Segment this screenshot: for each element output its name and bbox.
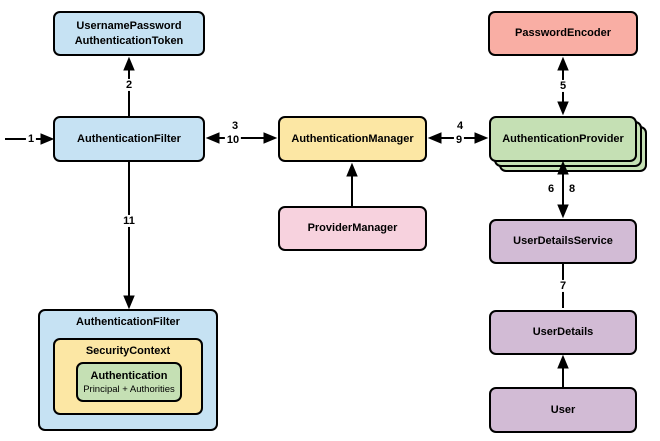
- node-label: AuthenticationFilter: [76, 316, 180, 328]
- node-user-details-service: UserDetailsService: [489, 219, 637, 264]
- arrowhead-down-icon: [557, 204, 569, 219]
- arrowhead-left-icon: [205, 132, 220, 144]
- edge-label-7: 7: [557, 279, 569, 293]
- node-provider-manager: ProviderManager: [278, 206, 427, 251]
- arrowhead-up-icon: [557, 56, 569, 71]
- arrowhead-right-icon: [40, 133, 55, 145]
- arrowhead-right-icon: [474, 132, 489, 144]
- node-authentication-filter: AuthenticationFilter: [53, 116, 205, 162]
- node-label: User: [550, 403, 576, 416]
- edge-label-11: 11: [121, 214, 137, 228]
- edge-label-3: 3: [229, 119, 241, 133]
- node-label: AuthenticationManager: [291, 132, 414, 145]
- edge-user-userdetails: [557, 354, 569, 387]
- node-label: ProviderManager: [307, 222, 398, 235]
- node-label: PasswordEncoder: [515, 27, 611, 40]
- edge-label-4: 4: [454, 119, 466, 133]
- node-usernamepassword-authentication-token: UsernamePassword AuthenticationToken: [53, 11, 205, 56]
- node-label: Authentication: [90, 369, 168, 382]
- node-password-encoder: PasswordEncoder: [488, 11, 638, 56]
- edge-filter-securitycontext: [123, 162, 135, 310]
- edge-label-6: 6: [545, 182, 557, 196]
- arrowhead-down-icon: [557, 101, 569, 116]
- node-label: AuthenticationFilter: [77, 132, 181, 145]
- node-label: AuthenticationProvider: [502, 132, 624, 145]
- edge-label-2: 2: [123, 78, 135, 92]
- arrowhead-right-icon: [263, 132, 278, 144]
- node-user: User: [489, 387, 637, 433]
- node-authentication-manager: AuthenticationManager: [278, 116, 427, 162]
- node-user-details: UserDetails: [489, 310, 637, 355]
- node-authentication: Authentication Principal + Authorities: [76, 362, 182, 402]
- edge-providermanager-manager: [346, 162, 358, 206]
- edge-label-1: 1: [25, 132, 37, 146]
- edge-label-5: 5: [557, 79, 569, 93]
- node-label: UserDetailsService: [513, 235, 613, 248]
- arrowhead-up-icon: [123, 56, 135, 71]
- arrowhead-left-icon: [427, 132, 442, 144]
- edge-filter-manager: [205, 132, 278, 144]
- edge-label-8: 8: [566, 182, 578, 196]
- arrowhead-up-icon: [346, 162, 358, 177]
- node-authentication-provider: AuthenticationProvider: [489, 116, 637, 162]
- node-label: SecurityContext: [85, 345, 171, 357]
- arrowhead-down-icon: [123, 295, 135, 310]
- arrowhead-up-icon: [557, 354, 569, 369]
- node-label: UsernamePassword AuthenticationToken: [74, 20, 184, 47]
- edge-label-9: 9: [453, 133, 465, 147]
- node-label: UserDetails: [532, 326, 594, 339]
- node-sublabel: Principal + Authorities: [83, 383, 175, 395]
- edge-label-10: 10: [224, 133, 242, 147]
